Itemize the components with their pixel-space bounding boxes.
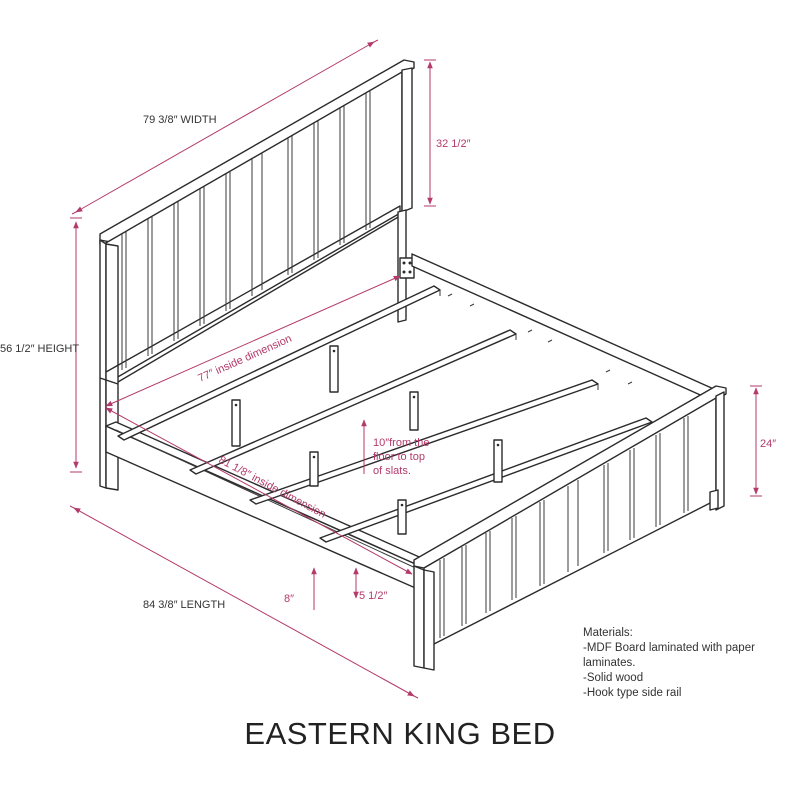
slat-note-line-1: 10″from the: [373, 437, 429, 449]
slat-note-line-2: floor to top: [373, 451, 425, 463]
clearance-label: 8″: [284, 593, 294, 605]
footboard-height-label: 24″: [760, 438, 776, 450]
height-label: 56 1/2″ HEIGHT: [0, 343, 79, 355]
page-title: EASTERN KING BED: [244, 716, 556, 751]
materials-item: -MDF Board laminated with paper laminate…: [583, 642, 755, 669]
materials-item: -Solid wood: [583, 672, 644, 684]
slat-note-line-3: of slats.: [373, 465, 411, 477]
dimension-lines: [69, 39, 762, 699]
materials-item: -Hook type side rail: [583, 687, 682, 699]
headboard-panel-label: 32 1/2″: [436, 138, 471, 150]
materials-heading: Materials:: [583, 627, 633, 639]
rail-height-label: 5 1/2″: [359, 590, 387, 602]
length-label: 84 3/8″ LENGTH: [143, 599, 225, 611]
footboard-grooves: [439, 416, 689, 638]
materials-list: Materials: -MDF Board laminated with pap…: [583, 626, 800, 701]
width-label: 79 3/8″ WIDTH: [143, 114, 217, 126]
